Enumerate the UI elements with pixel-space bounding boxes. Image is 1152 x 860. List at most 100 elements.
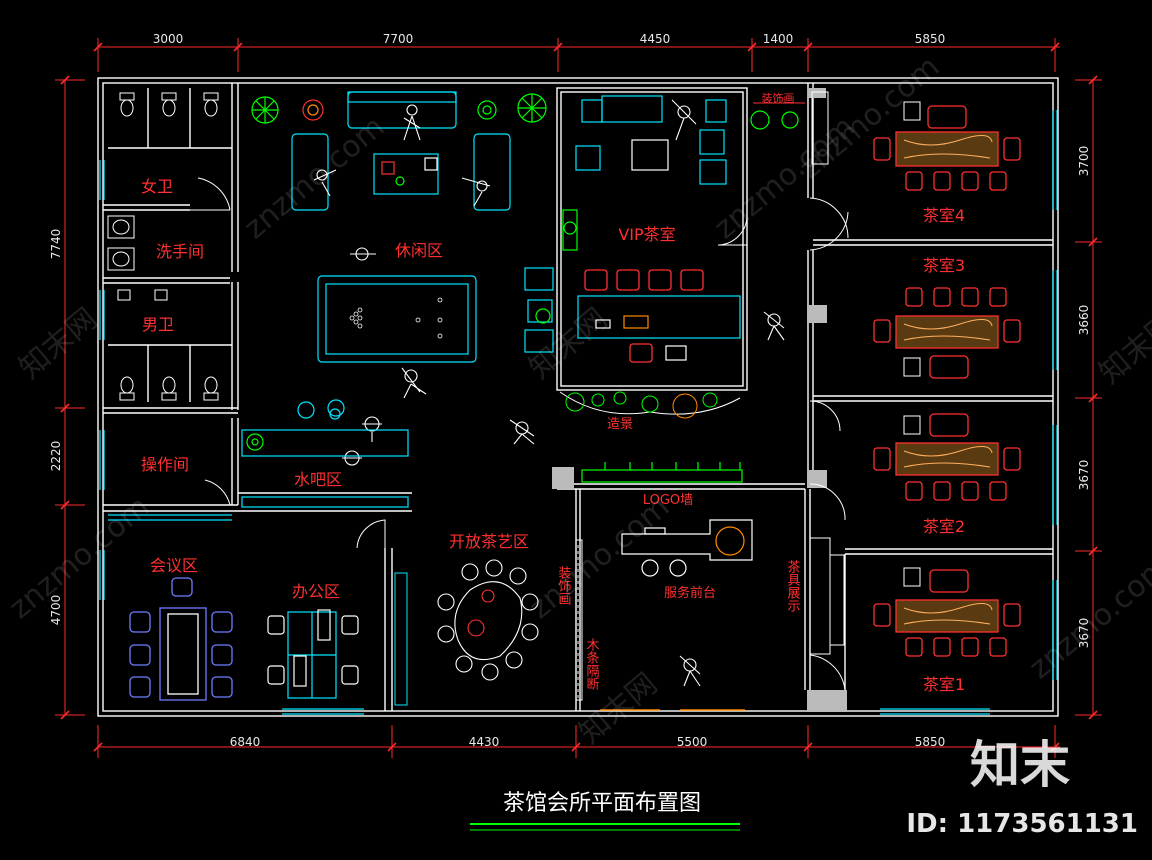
toilet-icon bbox=[119, 376, 135, 401]
tea-room-3-furniture bbox=[873, 287, 1021, 379]
person-icon bbox=[313, 169, 337, 197]
water-bar-counter bbox=[241, 399, 409, 508]
watermark-site-6: znzmo.com bbox=[1023, 549, 1152, 686]
label-mens-restroom: 男卫 bbox=[142, 315, 174, 334]
label-vip-tea-room: VIP茶室 bbox=[618, 225, 675, 244]
toilet-icon bbox=[161, 92, 177, 117]
label-washroom: 洗手间 bbox=[156, 242, 204, 261]
label-decor-painting-top: 装饰画 bbox=[762, 91, 795, 105]
toilet-icon bbox=[161, 376, 177, 401]
dim-bottom-3: 5500 bbox=[677, 735, 708, 749]
dim-right-2: 3660 bbox=[1077, 305, 1091, 336]
vip-chairs bbox=[584, 269, 704, 363]
urinal-icon bbox=[154, 289, 168, 301]
person-icon bbox=[671, 99, 697, 141]
dimension-lines bbox=[55, 38, 1102, 758]
plant-icon bbox=[750, 110, 799, 130]
plant-icon bbox=[517, 93, 547, 123]
person-icon bbox=[401, 367, 427, 399]
plant-icon bbox=[477, 100, 497, 120]
dim-right-3: 3670 bbox=[1077, 460, 1091, 491]
label-lounge-area: 休闲区 bbox=[395, 241, 443, 260]
watermark-cn-4: 知末网 bbox=[1093, 306, 1152, 391]
windows bbox=[99, 110, 1058, 715]
person-icon bbox=[461, 177, 491, 207]
watermark-site-3: znzmo.com bbox=[3, 489, 157, 626]
label-womens-restroom: 女卫 bbox=[141, 177, 173, 196]
label-water-bar-area: 水吧区 bbox=[294, 470, 342, 489]
label-tea-room-1: 茶室1 bbox=[923, 675, 965, 694]
plant-icon bbox=[246, 433, 264, 451]
toilet-icon bbox=[203, 92, 219, 117]
billiard-balls bbox=[349, 297, 443, 339]
person-icon bbox=[509, 419, 535, 445]
dim-left-2: 2220 bbox=[49, 441, 63, 472]
person-icon bbox=[362, 416, 382, 442]
plant-icon bbox=[563, 221, 577, 235]
sink-icon bbox=[107, 215, 135, 239]
label-logo-wall: LOGO墙 bbox=[643, 493, 693, 508]
dim-bottom-4: 5850 bbox=[915, 735, 946, 749]
label-open-tea-area: 开放茶艺区 bbox=[449, 532, 529, 551]
dim-top-4: 1400 bbox=[763, 32, 794, 46]
watermark-brand: 知末 bbox=[970, 736, 1070, 794]
dim-right-1: 3700 bbox=[1077, 146, 1091, 177]
dim-top-3: 4450 bbox=[640, 32, 671, 46]
watermark-cn-1: 知末网 bbox=[13, 301, 104, 386]
people bbox=[313, 99, 785, 687]
dim-top-5: 5850 bbox=[915, 32, 946, 46]
walls bbox=[97, 77, 1059, 717]
service-desk bbox=[621, 519, 753, 577]
label-decor-painting-side: 装饰画 bbox=[556, 566, 572, 605]
tea-room-4-furniture bbox=[873, 101, 1021, 191]
label-service-desk: 服务前台 bbox=[664, 585, 716, 601]
plant-icon bbox=[395, 176, 405, 186]
doors bbox=[190, 177, 849, 691]
dim-top-1: 3000 bbox=[153, 32, 184, 46]
person-icon bbox=[342, 450, 362, 466]
watermark-site-1: znzmo.com bbox=[238, 109, 392, 246]
label-landscape: 造景 bbox=[607, 417, 633, 432]
dim-left-3: 4700 bbox=[49, 595, 63, 626]
dim-bottom-2: 4430 bbox=[469, 735, 500, 749]
person-icon bbox=[403, 104, 421, 141]
dim-left-1: 7740 bbox=[49, 229, 63, 260]
dimension-ticks bbox=[60, 42, 1098, 752]
person-icon bbox=[350, 247, 376, 261]
meeting-furniture bbox=[129, 577, 233, 701]
lounge-furniture bbox=[291, 91, 554, 363]
plant-icon bbox=[302, 99, 324, 121]
urinal-icon bbox=[117, 289, 131, 301]
label-tea-room-3: 茶室3 bbox=[923, 256, 965, 275]
toilet-icon bbox=[119, 92, 135, 117]
plant-icon bbox=[251, 96, 279, 124]
label-wood-partition: 木条隔断 bbox=[584, 638, 600, 691]
label-tea-display: 茶具展示 bbox=[785, 559, 801, 612]
sink-icon bbox=[107, 247, 135, 271]
columns bbox=[552, 88, 847, 712]
plan-title: 茶馆会所平面布置图 bbox=[503, 791, 701, 816]
partitions bbox=[394, 91, 845, 706]
vip-furniture bbox=[562, 95, 741, 361]
tea-art-table bbox=[437, 559, 539, 681]
dim-right-4: 3670 bbox=[1077, 618, 1091, 649]
tea-room-2-furniture bbox=[873, 413, 1021, 501]
label-office-area: 办公区 bbox=[292, 582, 340, 601]
logo-wall-planter bbox=[581, 462, 743, 483]
watermark-site-4: znzmo.com bbox=[523, 489, 677, 626]
restroom-fixtures bbox=[107, 92, 219, 401]
person-icon bbox=[763, 311, 785, 341]
tea-rooms-furniture bbox=[873, 101, 1021, 657]
dim-top-2: 7700 bbox=[383, 32, 414, 46]
plants bbox=[246, 93, 799, 451]
label-operation-room: 操作间 bbox=[141, 455, 189, 474]
label-meeting-area: 会议区 bbox=[150, 556, 198, 575]
dim-bottom-1: 6840 bbox=[230, 735, 261, 749]
office-furniture bbox=[267, 609, 359, 699]
tea-room-1-furniture bbox=[873, 567, 1021, 657]
watermark-id: ID: 1173561131 bbox=[906, 809, 1138, 839]
landscape-feature bbox=[559, 391, 741, 419]
person-icon bbox=[679, 655, 701, 687]
label-tea-room-2: 茶室2 bbox=[923, 517, 965, 536]
